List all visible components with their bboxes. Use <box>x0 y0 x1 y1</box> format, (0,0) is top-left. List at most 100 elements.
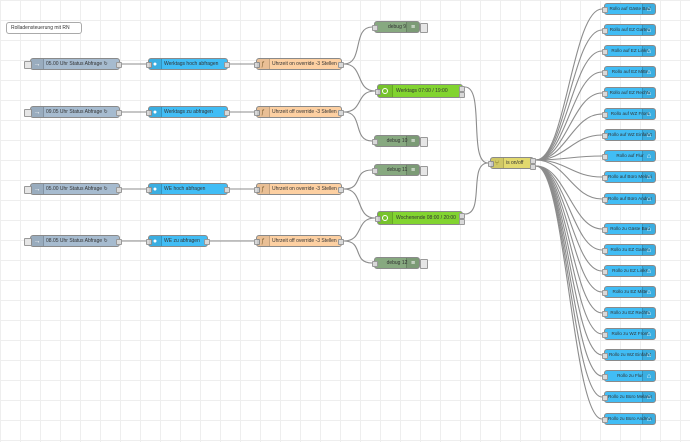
debug-node[interactable]: debug 12 ≡ <box>372 257 428 269</box>
current-state-node[interactable]: ● Werktags hoch abfragen <box>146 58 230 70</box>
wire[interactable] <box>343 26 373 65</box>
output-port[interactable] <box>338 110 344 116</box>
input-port[interactable] <box>602 112 608 118</box>
wire[interactable] <box>343 169 373 190</box>
inject-button[interactable] <box>24 238 32 246</box>
debug-toggle[interactable] <box>420 137 428 147</box>
inject-node[interactable]: → 08.05 Uhr Status Abfrage ↻ <box>24 235 122 247</box>
input-port[interactable] <box>372 261 378 267</box>
output-port[interactable] <box>338 62 344 68</box>
wire[interactable] <box>535 155 603 161</box>
service-call-node[interactable]: Rollo auf Büro Andreas⌂ <box>602 193 656 205</box>
wire[interactable] <box>535 165 603 420</box>
service-call-node[interactable]: Rollo auf EZ Rechts⌂ <box>602 87 656 99</box>
comment-node[interactable]: Rolladensteuerung mit RN <box>6 22 82 34</box>
output-port[interactable] <box>530 164 536 170</box>
output-port[interactable] <box>224 62 230 68</box>
input-port[interactable] <box>488 161 494 167</box>
service-call-node[interactable]: Rollo zu Büro Andreas⌂ <box>602 413 656 425</box>
input-port[interactable] <box>254 62 260 68</box>
output-port[interactable] <box>530 158 536 164</box>
service-call-node[interactable]: Rollo auf WZ Einfahrt⌂ <box>602 129 656 141</box>
output-port[interactable] <box>116 110 122 116</box>
debug-toggle[interactable] <box>420 166 428 176</box>
input-port[interactable] <box>146 62 152 68</box>
inject-node[interactable]: → 05.00 Uhr Status Abfrage ↻ <box>24 58 122 70</box>
debug-node[interactable]: debug 9 ≡ <box>372 21 428 33</box>
wire[interactable] <box>535 159 603 178</box>
debug-node[interactable]: debug 11 ≡ <box>372 164 428 176</box>
service-call-node[interactable]: Rollo zu EZ Mitte⌂ <box>602 286 656 298</box>
input-port[interactable] <box>602 290 608 296</box>
input-port[interactable] <box>372 139 378 145</box>
function-node[interactable]: ƒ Uhrzeit off override -3 Stellen <box>254 106 344 118</box>
service-call-node[interactable]: Rollo auf EZ Mitte⌂ <box>602 66 656 78</box>
wire[interactable] <box>535 165 603 230</box>
wire[interactable] <box>535 50 603 161</box>
service-call-node[interactable]: Rollo zu WZ Front⌂ <box>602 328 656 340</box>
service-call-node[interactable]: Rollo zu EZ Links⌂ <box>602 265 656 277</box>
inject-button[interactable] <box>24 109 32 117</box>
input-port[interactable] <box>372 25 378 31</box>
wire[interactable] <box>535 165 603 335</box>
wire[interactable] <box>535 29 603 161</box>
wire[interactable] <box>343 240 373 264</box>
inject-node[interactable]: → 05.00 Uhr Status Abfrage ↻ <box>24 183 122 195</box>
input-port[interactable] <box>372 168 378 174</box>
service-call-node[interactable]: Rollo zu EZ Garten⌂ <box>602 244 656 256</box>
service-call-node[interactable]: Rollo auf Gäste Bad⌂ <box>602 3 656 15</box>
output-port[interactable] <box>338 187 344 193</box>
debug-node[interactable]: debug 10 ≡ <box>372 135 428 147</box>
service-call-node[interactable]: Rollo zu EZ Rechts⌂ <box>602 307 656 319</box>
switch-node[interactable]: ⑂ is on/off <box>488 157 536 170</box>
service-call-node[interactable]: Rollo auf EZ Links⌂ <box>602 45 656 57</box>
inject-node[interactable]: → 09.05 Uhr Status Abfrage ↻ <box>24 106 122 118</box>
wire[interactable] <box>343 63 376 92</box>
input-port[interactable] <box>602 395 608 401</box>
output-port[interactable] <box>459 92 465 98</box>
input-port[interactable] <box>602 353 608 359</box>
wire[interactable] <box>535 92 603 161</box>
current-state-node[interactable]: ● WE hoch abfragen <box>146 183 230 195</box>
input-port[interactable] <box>602 70 608 76</box>
wire[interactable] <box>535 165 603 377</box>
input-port[interactable] <box>602 227 608 233</box>
output-port[interactable] <box>224 110 230 116</box>
debug-toggle[interactable] <box>420 259 428 269</box>
input-port[interactable] <box>146 110 152 116</box>
wire[interactable] <box>343 111 373 142</box>
output-port[interactable] <box>204 239 210 245</box>
wire[interactable] <box>535 71 603 161</box>
input-port[interactable] <box>602 269 608 275</box>
input-port[interactable] <box>602 374 608 380</box>
time-range-node[interactable]: Werktags 07:00 / 19:00 <box>375 84 465 98</box>
wire[interactable] <box>535 165 603 356</box>
wire[interactable] <box>535 113 603 161</box>
wire[interactable] <box>535 165 603 251</box>
output-port[interactable] <box>459 219 465 225</box>
inject-button[interactable] <box>24 61 32 69</box>
wire[interactable] <box>535 134 603 161</box>
inject-button[interactable] <box>24 186 32 194</box>
output-port[interactable] <box>338 239 344 245</box>
service-call-node[interactable]: Rollo zu Flur⌂ <box>602 370 656 382</box>
input-port[interactable] <box>146 239 152 245</box>
service-call-node[interactable]: Rollo zu Büro Melanie⌂ <box>602 391 656 403</box>
output-port[interactable] <box>459 86 465 92</box>
input-port[interactable] <box>602 154 608 160</box>
output-port[interactable] <box>459 213 465 219</box>
input-port[interactable] <box>602 311 608 317</box>
wire[interactable] <box>343 217 376 242</box>
output-port[interactable] <box>116 187 122 193</box>
wire[interactable] <box>535 165 603 314</box>
input-port[interactable] <box>375 216 381 222</box>
time-range-node[interactable]: Wochenende 08:00 / 20:00 <box>375 211 465 225</box>
input-port[interactable] <box>375 89 381 95</box>
wire[interactable] <box>464 162 489 215</box>
input-port[interactable] <box>602 133 608 139</box>
output-port[interactable] <box>224 187 230 193</box>
service-call-node[interactable]: Rollo auf WZ Front⌂ <box>602 108 656 120</box>
input-port[interactable] <box>602 175 608 181</box>
wire[interactable] <box>343 188 376 219</box>
current-state-node[interactable]: ● WE zu abfragen <box>146 235 210 247</box>
